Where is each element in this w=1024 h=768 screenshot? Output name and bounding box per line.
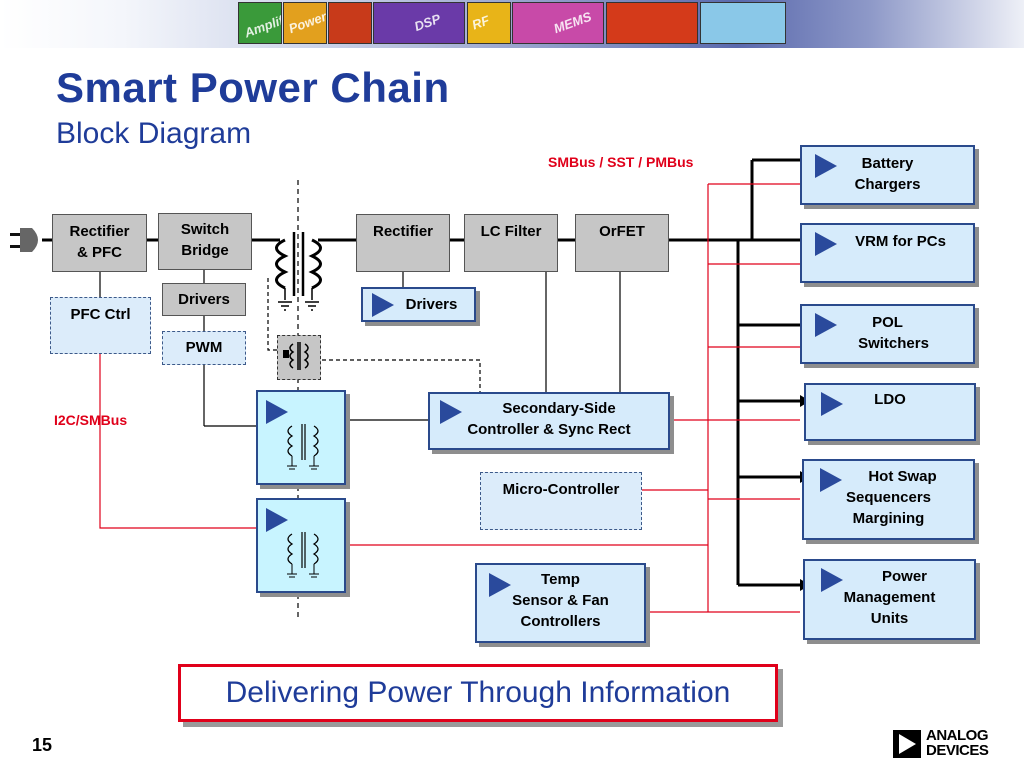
block-label: Rectifier — [372, 223, 434, 240]
logo-triangle-icon — [893, 730, 921, 758]
tagline-box: Delivering Power Through Information — [178, 664, 778, 722]
pwm-block: PWM — [162, 331, 246, 365]
lc-filter-block: LC Filter — [464, 214, 558, 272]
block-label: Rectifier — [69, 223, 130, 240]
block-label: Drivers — [178, 291, 230, 308]
secondary-controller-block: Secondary-Side Controller & Sync Rect — [428, 392, 670, 450]
block-label: Secondary-Side — [502, 400, 616, 417]
logo-text: ANALOG DEVICES — [926, 727, 989, 759]
block-label: PFC Ctrl — [70, 306, 131, 323]
isolation-transformer-block — [277, 335, 321, 380]
block-label: Management — [843, 589, 936, 606]
transformer-icon — [287, 532, 319, 578]
transformer-icon — [275, 232, 322, 300]
block-label: Margining — [852, 510, 925, 527]
page-subtitle: Block Diagram — [56, 117, 252, 150]
play-triangle-icon — [440, 400, 462, 424]
block-label: Hot Swap — [868, 468, 937, 485]
isolator-block-1 — [256, 390, 346, 485]
block-label: Power — [881, 568, 927, 585]
isolator-block-2 — [256, 498, 346, 593]
logo-line-1: ANALOG — [926, 727, 989, 744]
block-label: Chargers — [854, 176, 921, 193]
pfc-ctrl-block: PFC Ctrl — [50, 297, 151, 354]
block-label: Temp — [541, 571, 580, 588]
block-label: Sensor & Fan — [512, 592, 609, 609]
switch-bridge-block: Switch Bridge — [158, 213, 252, 270]
plug-icon — [10, 228, 38, 252]
output-vrm: VRM for PCs — [800, 223, 975, 283]
temp-sensor-block: Temp Sensor & Fan Controllers — [475, 563, 646, 643]
output-hot-swap: Hot Swap Sequencers Margining — [802, 459, 975, 540]
play-triangle-icon — [266, 400, 288, 424]
rectifier-pfc-block: Rectifier & PFC — [52, 214, 147, 272]
orfet-block: OrFET — [575, 214, 669, 272]
play-triangle-icon — [372, 293, 394, 317]
analog-devices-logo: ANALOG DEVICES — [893, 728, 995, 762]
play-triangle-icon — [815, 154, 837, 178]
play-triangle-icon — [815, 313, 837, 337]
block-label: Drivers — [405, 296, 458, 313]
block-label: LC Filter — [480, 223, 542, 240]
ground-icon — [278, 301, 319, 311]
play-triangle-icon — [820, 468, 842, 492]
logo-line-2: DEVICES — [926, 742, 989, 759]
header-banner: Amplifiers Power DSP RF MEMS — [0, 0, 1024, 48]
output-pol-switchers: POL Switchers — [800, 304, 975, 364]
output-ldo: LDO — [804, 383, 976, 441]
block-label: Units — [870, 610, 909, 627]
output-power-management: Power Management Units — [803, 559, 976, 640]
play-triangle-icon — [815, 232, 837, 256]
block-label: Controller & Sync Rect — [467, 421, 631, 438]
block-label: Switch — [180, 221, 230, 238]
play-triangle-icon — [821, 392, 843, 416]
play-triangle-icon — [489, 573, 511, 597]
banner-tile-amplifiers: Amplifiers — [238, 2, 282, 44]
i2c-label: I2C/SMBus — [54, 412, 128, 428]
transformer-icon — [287, 424, 319, 470]
block-label: Bridge — [181, 242, 229, 259]
page-title: Smart Power Chain — [56, 64, 450, 111]
banner-tile-mems: MEMS — [512, 2, 604, 44]
block-label: Battery — [861, 155, 914, 172]
play-triangle-icon — [821, 568, 843, 592]
small-transformer-icon — [283, 342, 309, 370]
drivers-primary-block: Drivers — [162, 283, 246, 316]
block-label: & PFC — [77, 244, 122, 261]
block-label: Sequencers — [845, 489, 932, 506]
banner-tile-8 — [700, 2, 786, 44]
banner-tile-7 — [606, 2, 698, 44]
page-number: 15 — [32, 735, 53, 755]
output-battery-chargers: Battery Chargers — [800, 145, 975, 205]
block-label: OrFET — [599, 223, 645, 240]
play-triangle-icon — [266, 508, 288, 532]
block-label: VRM for PCs — [855, 233, 946, 250]
banner-tile-power: Power — [283, 2, 327, 44]
block-label: Controllers — [520, 613, 601, 630]
smbus-label: SMBus / SST / PMBus — [548, 154, 694, 170]
block-label: LDO — [874, 391, 906, 408]
block-label: Micro-Controller — [502, 481, 620, 498]
drivers-secondary-block: Drivers — [361, 287, 476, 322]
banner-tile-dsp: DSP — [373, 2, 465, 44]
block-label: Switchers — [858, 335, 929, 352]
banner-tile-3 — [328, 2, 372, 44]
micro-controller-block: Micro-Controller — [480, 472, 642, 530]
block-label: POL — [872, 314, 903, 331]
rectifier-secondary-block: Rectifier — [356, 214, 450, 272]
banner-tile-rf: RF — [467, 2, 511, 44]
block-label: PWM — [185, 339, 223, 356]
